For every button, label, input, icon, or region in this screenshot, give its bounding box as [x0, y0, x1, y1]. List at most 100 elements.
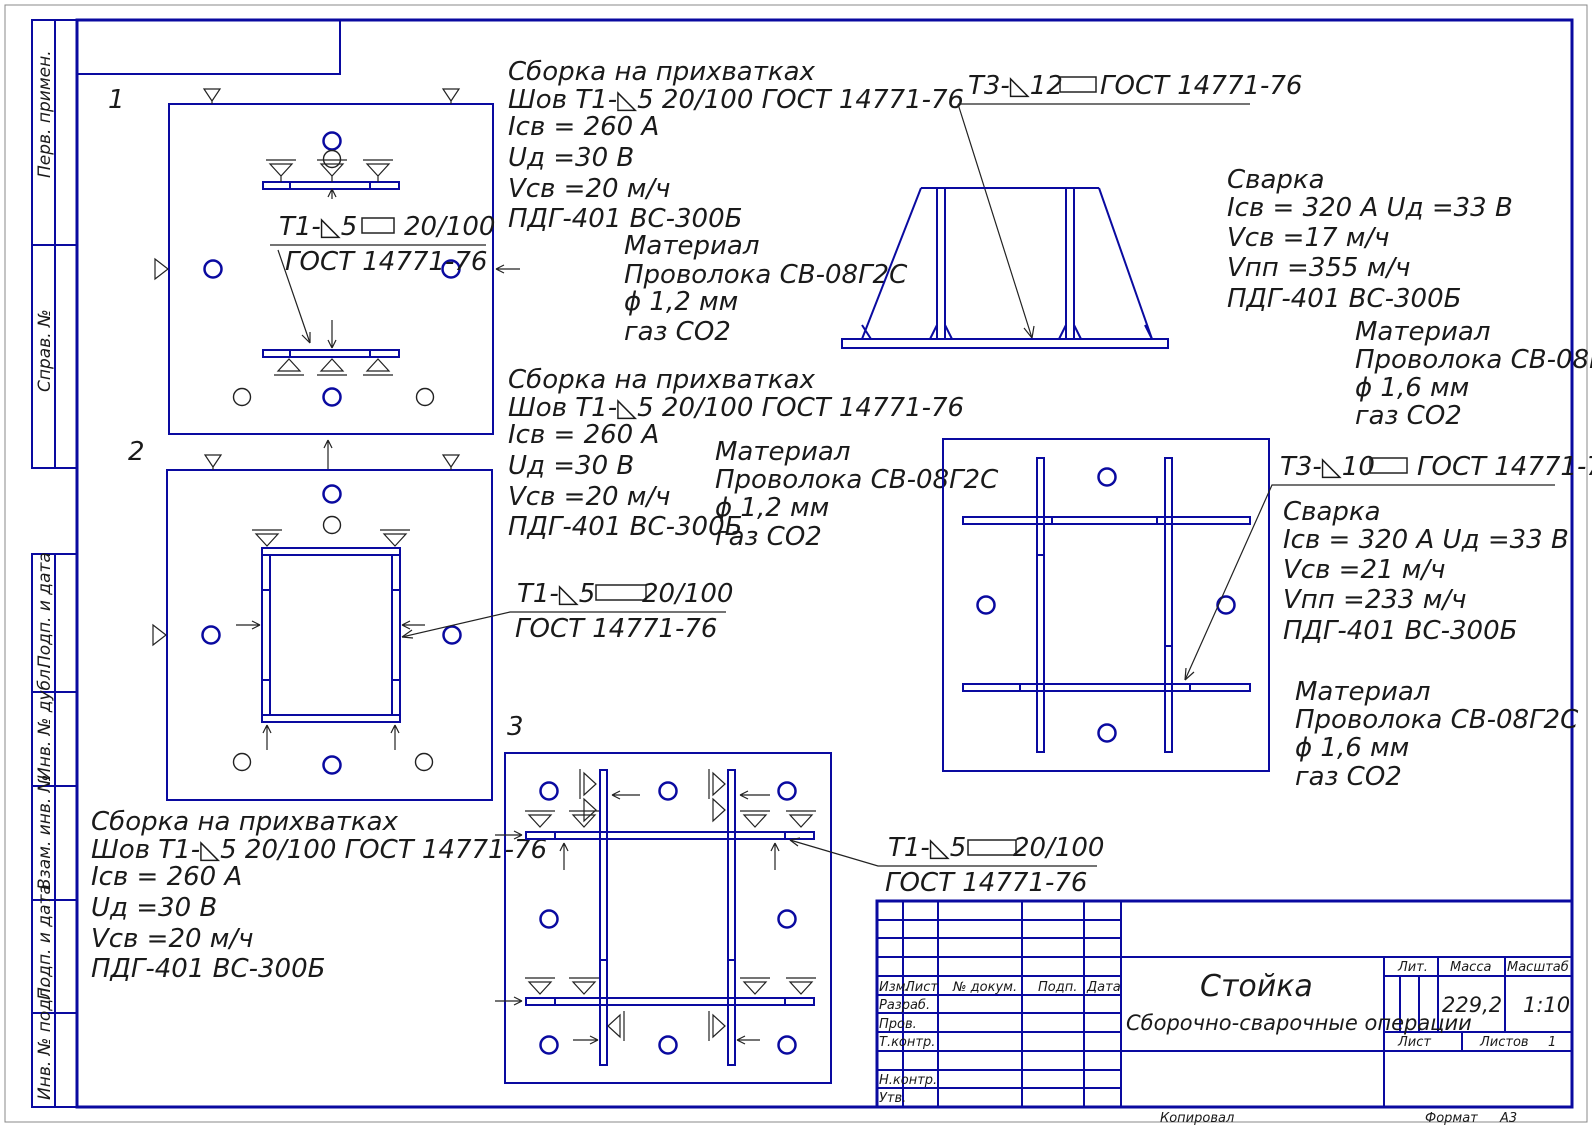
tb-tkontr: Т.контр. — [879, 1035, 935, 1050]
tb-listov: Листов — [1479, 1035, 1529, 1050]
hole — [441, 259, 461, 279]
hole — [415, 387, 435, 407]
view-1-number: 1 — [108, 85, 125, 115]
right-plate-holes — [976, 467, 1236, 743]
note-2-line-5: Vсв =20 м/ч — [508, 482, 671, 512]
weld-1-pitch: 20/100 — [404, 212, 495, 242]
view-3-plate — [504, 752, 832, 1084]
notes-weld-1: Сварка Iсв = 320 А Uд =33 В Vсв =17 м/ч … — [1227, 165, 1592, 431]
note-1-line-1: Сборка на прихватках — [508, 57, 816, 87]
stand-profile — [841, 187, 1169, 349]
hole — [322, 387, 342, 407]
top-left-notch — [77, 20, 341, 75]
hole — [201, 625, 221, 645]
note-1-line-2: Шов Т1-◺5 20/100 ГОСТ 14771-76 — [508, 85, 964, 115]
material-1-line-1: Материал — [624, 231, 759, 261]
stamp-podp-data-1: Подп. и дата — [35, 552, 55, 668]
support-triangle — [152, 623, 167, 647]
tb-prov: Пров. — [879, 1017, 917, 1032]
stamp-podp-data-2: Подп. и дата — [35, 884, 55, 1000]
support-triangle — [441, 454, 461, 470]
support-triangle — [203, 454, 223, 470]
note-1-line-6: ПДГ-401 ВС-300Б — [508, 204, 742, 234]
stamp-vzam-inv: Взам. инв. № — [35, 775, 55, 890]
view-2-plate — [166, 469, 493, 801]
support-triangles-lower — [274, 320, 393, 376]
weld-3-gost: ГОСТ 14771-76 — [885, 868, 1087, 898]
view-3-grid — [525, 769, 815, 1066]
hole — [414, 752, 434, 772]
weld-symbol-intermittent — [967, 839, 1017, 856]
hole — [322, 484, 342, 504]
weld-leader — [957, 103, 1250, 339]
material-2-line-1: Материал — [715, 437, 850, 467]
material-3-line-1: Материал — [1355, 317, 1490, 347]
note-3-line-2: Шов Т1-◺5 20/100 ГОСТ 14771-76 — [91, 835, 547, 865]
material-2-line-4: газ CO2 — [715, 522, 822, 552]
weld-symbol-intermittent — [361, 217, 395, 234]
right-plate — [942, 438, 1270, 772]
bar-upper — [262, 181, 400, 190]
weld-params-2-line-3: Vсв =21 м/ч — [1283, 555, 1446, 585]
hole — [442, 625, 462, 645]
view-3-supports — [495, 769, 816, 1045]
material-1-line-3: ϕ 1,2 мм — [624, 287, 738, 317]
hole — [322, 515, 342, 535]
material-2-line-3: ϕ 1,2 мм — [715, 493, 829, 523]
weld-leader — [401, 611, 726, 638]
weld-symbol-intermittent — [1059, 76, 1097, 93]
tb-list: Лист — [904, 980, 938, 995]
hole — [232, 387, 252, 407]
note-1-line-3: Iсв = 260 А — [508, 112, 659, 142]
weld-leader — [270, 244, 486, 344]
tb-masshtab: Масштаб — [1507, 960, 1569, 975]
profile-view: Т3-◺12 ГОСТ 14771-76 — [841, 71, 1302, 349]
weld-t3-10-code: Т3-◺10 — [1280, 452, 1375, 482]
tb-name: Стойка — [1200, 969, 1313, 1004]
right-plate-grid — [962, 457, 1251, 753]
note-2-line-1: Сборка на прихватках — [508, 365, 816, 395]
note-1-line-5: Vсв =20 м/ч — [508, 174, 671, 204]
tb-subtitle: Сборочно-сварочные операции — [1126, 1011, 1472, 1035]
tb-dokum: № докум. — [952, 980, 1017, 995]
weld-3-pitch: 20/100 — [1013, 833, 1104, 863]
notes-weld-2: Сварка Iсв = 320 А Uд =33 В Vсв =21 м/ч … — [1283, 497, 1579, 792]
format-label: Формат — [1425, 1111, 1478, 1126]
notes-view-2: Сборка на прихватках Шов Т1-◺5 20/100 ГО… — [508, 365, 999, 552]
material-3-line-4: газ CO2 — [1355, 401, 1462, 431]
note-2-line-6: ПДГ-401 ВС-300Б — [508, 512, 742, 542]
note-2-line-4: Uд =30 В — [508, 451, 634, 481]
note-1-line-4: Uд =30 В — [508, 143, 634, 173]
kopiroval-label: Копировал — [1160, 1111, 1234, 1126]
note-3-line-5: Vсв =20 м/ч — [91, 924, 254, 954]
tb-podp: Подп. — [1038, 980, 1077, 995]
hole — [322, 755, 342, 775]
tb-masshtab-value: 1:10 — [1523, 993, 1570, 1017]
material-4-line-2: Проволока СВ-08Г2С — [1295, 705, 1579, 735]
weld-params-2-line-5: ПДГ-401 ВС-300Б — [1283, 616, 1517, 646]
stamp-perv-primen: Перв. примен. — [35, 50, 55, 178]
view-1-plate — [168, 103, 494, 435]
material-3-line-2: Проволока СВ-08Г2С — [1355, 345, 1592, 375]
view-3-holes — [539, 781, 797, 1055]
rectangular-frame — [261, 547, 401, 723]
notes-view-1: Сборка на прихватках Шов Т1-◺5 20/100 ГО… — [508, 57, 964, 347]
support-triangle — [154, 257, 169, 281]
material-4-line-1: Материал — [1295, 677, 1430, 707]
tb-massa: Масса — [1450, 960, 1491, 975]
note-3-line-4: Uд =30 В — [91, 893, 217, 923]
title-block: Изм. Лист № докум. Подп. Дата Разраб. Пр… — [875, 899, 1574, 1109]
outer-sheet-edge — [4, 4, 1588, 1123]
weld-params-1-line-4: Vпп =355 м/ч — [1227, 253, 1410, 283]
weld-1-code: Т1-◺5 — [279, 212, 357, 242]
hole — [232, 752, 252, 772]
weld-leader — [789, 839, 1097, 867]
stamp-sprav-no: Справ. № — [35, 309, 55, 392]
tb-lit: Лит. — [1397, 960, 1428, 975]
view-3-number: 3 — [507, 712, 524, 742]
weld-2-gost: ГОСТ 14771-76 — [515, 614, 717, 644]
material-1-line-4: газ CO2 — [624, 317, 731, 347]
weld-t3-12-code: Т3-◺12 — [968, 71, 1063, 101]
side-stamp: Перв. примен. Справ. № Подп. и дата Инв.… — [31, 19, 78, 1108]
